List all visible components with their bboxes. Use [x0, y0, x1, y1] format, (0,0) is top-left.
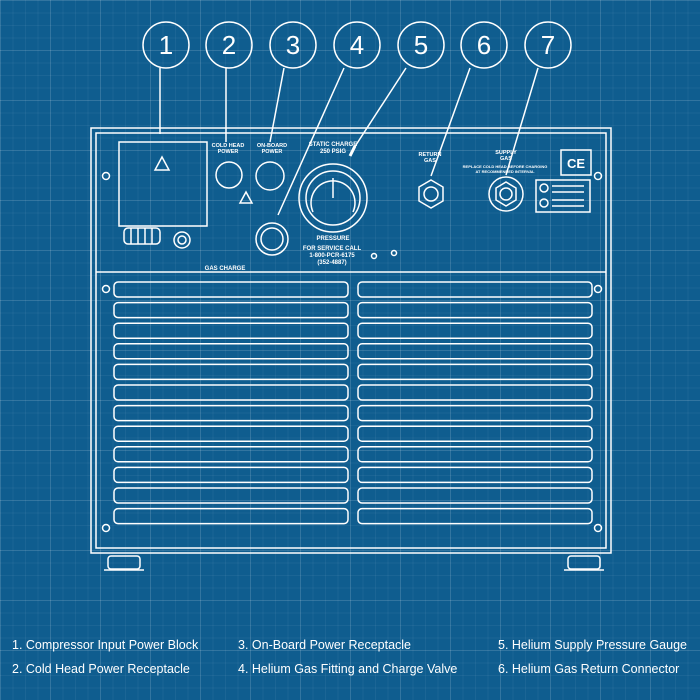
warning-triangle-icon	[153, 155, 171, 171]
screw-top-left	[101, 171, 111, 181]
vent-slot	[357, 281, 593, 298]
helium-gas-supply-connector	[488, 176, 524, 212]
screw-mid-right	[593, 284, 603, 294]
foot-left	[107, 555, 141, 570]
vent-slot	[357, 343, 593, 360]
rating-label-plate	[535, 179, 591, 213]
vent-slot	[113, 363, 349, 381]
on-board-power-receptacle	[255, 161, 285, 191]
callout-number-2: 2	[222, 30, 236, 60]
gas-charge-label: GAS CHARGE	[205, 266, 246, 272]
vent-slot	[357, 404, 593, 422]
leader-line-3	[269, 67, 285, 143]
leader-line-5	[353, 67, 407, 149]
legend-item-6: 6. Helium Gas Return Connector	[498, 662, 680, 676]
callout-number-1: 1	[159, 30, 173, 60]
callout-number-5: 5	[414, 30, 428, 60]
vent-slot	[113, 446, 349, 463]
pressure-gauge-face	[305, 170, 361, 226]
callout-circle-2	[205, 21, 253, 69]
callout-number-6: 6	[477, 30, 491, 60]
legend-item-5: 5. Helium Supply Pressure Gauge	[498, 638, 687, 652]
vent-slot	[113, 301, 349, 319]
callout-circle-3	[269, 21, 317, 69]
label-symbol-2	[539, 198, 549, 208]
vent-slot	[357, 322, 593, 339]
legend-item-4: 4. Helium Gas Fitting and Charge Valve	[238, 662, 458, 676]
ce-mark-box	[560, 149, 592, 176]
vent-slot	[113, 322, 349, 339]
pressure-label: PRESSURE	[316, 236, 349, 242]
supply-connector-inner	[499, 187, 513, 201]
vent-slot	[113, 425, 349, 442]
caution-triangle-icon	[238, 190, 254, 204]
legend: 1. Compressor Input Power Block 2. Cold …	[12, 638, 700, 688]
ce-mark: CE	[567, 156, 585, 171]
strain-relief	[123, 227, 161, 245]
foot-right	[567, 555, 601, 570]
return-connector-inner	[423, 186, 439, 202]
vent-slot	[357, 446, 593, 463]
helium-supply-pressure-gauge	[298, 163, 368, 233]
vent-slot	[357, 507, 593, 525]
screw-bottom-right	[593, 523, 603, 533]
vent-slot	[357, 425, 593, 442]
vent-slot	[357, 487, 593, 504]
screw-mid-left	[101, 284, 111, 294]
leader-line-7	[505, 67, 539, 176]
helium-gas-fitting	[255, 222, 289, 256]
indicator-dot-2	[390, 249, 398, 257]
vent-slot	[357, 466, 593, 484]
vent-slot	[113, 507, 349, 525]
legend-item-1: 1. Compressor Input Power Block	[12, 638, 199, 652]
callout-number-4: 4	[350, 30, 364, 60]
label-symbol-1	[539, 183, 549, 193]
screw-bottom-left	[101, 523, 111, 533]
helium-gas-fitting-inner	[260, 227, 284, 251]
vent-slot	[357, 384, 593, 401]
vent-slot	[357, 363, 593, 381]
vent-slot	[357, 301, 593, 319]
callout-number-3: 3	[286, 30, 300, 60]
legend-item-3: 3. On-Board Power Receptacle	[238, 638, 412, 652]
compressor-input-power-block	[118, 141, 208, 227]
vent-slot	[113, 404, 349, 422]
callout-circle-1	[142, 21, 190, 69]
callout-number-7: 7	[541, 30, 555, 60]
cold-head-power-receptacle	[215, 161, 243, 189]
legend-item-2: 2. Cold Head Power Receptacle	[12, 662, 190, 676]
vent-louvers	[113, 281, 593, 525]
ground-lug	[173, 231, 191, 249]
vent-slot	[113, 487, 349, 504]
vent-slot	[113, 343, 349, 360]
supply-connector-nut	[495, 181, 517, 207]
callout-circle-7	[524, 21, 572, 69]
callout-circle-5	[397, 21, 445, 69]
unit-housing-inner	[95, 132, 607, 549]
vent-slot	[113, 466, 349, 484]
ground-lug-inner	[177, 235, 187, 245]
unit-housing	[90, 127, 612, 554]
leader-line-6	[430, 67, 471, 177]
helium-gas-return-connector	[418, 179, 444, 209]
callout-circle-6	[460, 21, 508, 69]
callout-circle-4	[333, 21, 381, 69]
indicator-dot-1	[370, 252, 378, 260]
leader-line-4	[277, 67, 345, 216]
vent-slot	[113, 384, 349, 401]
screw-top-right	[593, 171, 603, 181]
vent-slot	[113, 281, 349, 298]
pressure-gauge-marker	[348, 145, 357, 157]
